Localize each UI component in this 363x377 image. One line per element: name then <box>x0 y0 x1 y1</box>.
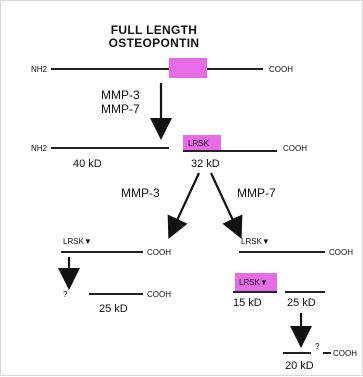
lrsk-motif-32kd: LRSK <box>188 139 210 148</box>
size-25kd-left: 25 kD <box>99 303 128 315</box>
enzyme-mmp7-branch: MMP-7 <box>237 186 276 200</box>
cooh-label-full: COOH <box>269 65 293 74</box>
nh2-label-full: NH2 <box>31 65 48 74</box>
lrsk-highlight-15kd <box>235 273 277 291</box>
lrsk-cut-right: LRSK▼ <box>241 237 270 246</box>
lrsk-highlight-32kd <box>183 135 221 151</box>
lrsk-cut-left: LRSK▼ <box>63 237 92 246</box>
size-25kd-right: 25 kD <box>287 297 316 309</box>
lrsk-cut-15kd: LRSK▼ <box>239 278 268 287</box>
unknown-right: ? <box>315 342 320 351</box>
cooh-label-32kd: COOH <box>283 144 307 153</box>
arrow-branch-mmp7 <box>210 172 243 239</box>
cooh-label-left: COOH <box>147 248 171 257</box>
arrow-branch-mmp3 <box>167 172 200 239</box>
cleavage-site-highlight <box>169 58 207 78</box>
unknown-left: ? <box>63 290 68 299</box>
enzyme-mmp7-step1: MMP-7 <box>101 102 140 116</box>
enzyme-mmp3-branch: MMP-3 <box>121 186 160 200</box>
nh2-label-cleaved: NH2 <box>31 144 48 153</box>
title-line-2: OSTEOPONTIN <box>109 36 200 50</box>
title-line-1: FULL LENGTH <box>111 23 197 37</box>
cooh-label-25kd-left: COOH <box>147 290 171 299</box>
enzyme-mmp3-step1: MMP-3 <box>101 88 140 102</box>
cooh-label-right: COOH <box>329 248 353 257</box>
cooh-label-20kd: COOH <box>333 349 357 358</box>
size-20kd: 20 kD <box>285 360 314 372</box>
size-32kd: 32 kD <box>191 158 220 170</box>
size-15kd: 15 kD <box>233 297 262 309</box>
size-40kd: 40 kD <box>73 158 102 170</box>
